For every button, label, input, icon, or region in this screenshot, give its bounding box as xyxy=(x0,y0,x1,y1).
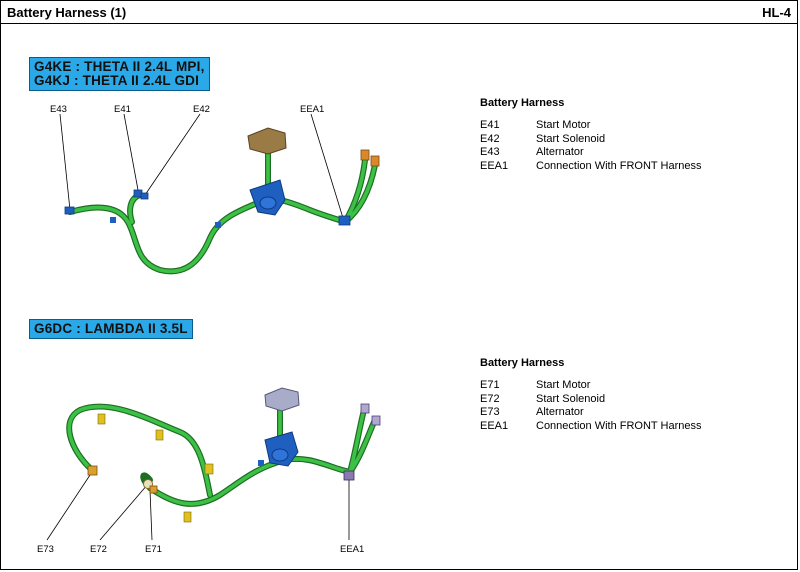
fuse-box-connector xyxy=(264,387,300,412)
leader-line xyxy=(123,113,139,191)
clip xyxy=(204,463,214,475)
callout-e72: E72 xyxy=(90,544,107,555)
page-header: Battery Harness (1) HL-4 xyxy=(0,0,798,24)
leader-line xyxy=(149,489,153,541)
connector-eea1 xyxy=(343,470,355,481)
legend-row: E71 Start Motor xyxy=(480,379,701,393)
legend-desc: Alternator xyxy=(536,146,584,158)
legend-theta: Battery Harness E41 Start Motor E42 Start … xyxy=(480,97,701,173)
legend-title: Battery Harness xyxy=(480,357,565,369)
clip xyxy=(258,460,264,466)
engine-line: G6DC : LAMBDA II 3.5L xyxy=(34,321,188,336)
terminal xyxy=(360,149,370,161)
terminal xyxy=(370,155,380,167)
legend-desc: Start Motor xyxy=(536,119,591,131)
connector-e71 xyxy=(149,485,158,494)
harness-diagram-theta xyxy=(59,113,380,275)
callout-e42: E42 xyxy=(193,104,210,115)
legend-desc: Connection With FRONT Harness xyxy=(536,419,702,432)
legend-lambda: Battery Harness E71 Start Motor E72 Start … xyxy=(480,357,701,433)
legend-row: E73 Alternator xyxy=(480,406,701,420)
leader-line xyxy=(59,113,71,211)
legend-code: E42 xyxy=(480,132,500,145)
connector-e42 xyxy=(140,192,149,200)
legend-desc: Start Solenoid xyxy=(536,392,606,405)
clip xyxy=(183,511,192,523)
legend-code: EEA1 xyxy=(480,159,509,172)
callout-e73: E73 xyxy=(37,544,54,555)
legend-row: E42 Start Solenoid xyxy=(480,133,701,147)
harness-trunk xyxy=(66,403,213,498)
legend-code: E72 xyxy=(480,392,500,405)
leader-line xyxy=(144,113,201,196)
legend-code: E73 xyxy=(480,406,500,418)
connector-bracket xyxy=(264,431,299,467)
engine-label-lambda: G6DC : LAMBDA II 3.5L xyxy=(29,319,193,339)
page-frame xyxy=(0,24,798,570)
leader-line xyxy=(310,113,344,219)
legend-code: E71 xyxy=(480,379,500,391)
legend-desc: Start Motor xyxy=(536,379,591,391)
connector-bracket xyxy=(249,179,286,216)
legend-row: E43 Alternator xyxy=(480,146,701,160)
callout-e71: E71 xyxy=(145,544,162,555)
leader-line xyxy=(46,471,93,541)
legend-desc: Connection With FRONT Harness xyxy=(536,159,702,172)
harness-diagram-lambda xyxy=(46,387,381,541)
connector-eea1 xyxy=(338,215,351,226)
fuse-box-connector xyxy=(247,127,287,155)
legend-title: Battery Harness xyxy=(480,97,565,109)
clip xyxy=(215,222,221,228)
clip xyxy=(155,429,164,441)
legend-row: E72 Start Solenoid xyxy=(480,393,701,407)
legend-code: E43 xyxy=(480,146,500,158)
engine-line: G4KE : THETA II 2.4L MPI, xyxy=(34,59,205,74)
callout-e43: E43 xyxy=(50,104,67,115)
legend-row: E41 Start Motor xyxy=(480,119,701,133)
harness-trunk xyxy=(147,455,353,507)
engine-label-theta: G4KE : THETA II 2.4L MPI, G4KJ : THETA I… xyxy=(29,57,210,91)
legend-row: EEA1 Connection With FRONT Harness xyxy=(480,420,701,434)
page-title: Battery Harness (1) xyxy=(7,5,127,20)
legend-code: E41 xyxy=(480,119,500,131)
legend-row: EEA1 Connection With FRONT Harness xyxy=(480,160,701,174)
legend-desc: Alternator xyxy=(536,406,584,418)
connector-e43 xyxy=(64,206,75,215)
clip xyxy=(110,217,116,223)
connector-e73 xyxy=(87,465,98,476)
legend-desc: Start Solenoid xyxy=(536,132,606,145)
terminal xyxy=(360,403,370,414)
terminal xyxy=(371,415,381,426)
legend-code: EEA1 xyxy=(480,419,509,432)
callout-eea1: EEA1 xyxy=(340,544,365,555)
leader-line xyxy=(99,483,149,541)
callout-e41: E41 xyxy=(114,104,131,115)
page-code: HL-4 xyxy=(762,5,791,20)
callout-eea1: EEA1 xyxy=(300,104,325,115)
engine-line: G4KJ : THETA II 2.4L GDI xyxy=(34,73,200,88)
clip xyxy=(97,413,106,425)
